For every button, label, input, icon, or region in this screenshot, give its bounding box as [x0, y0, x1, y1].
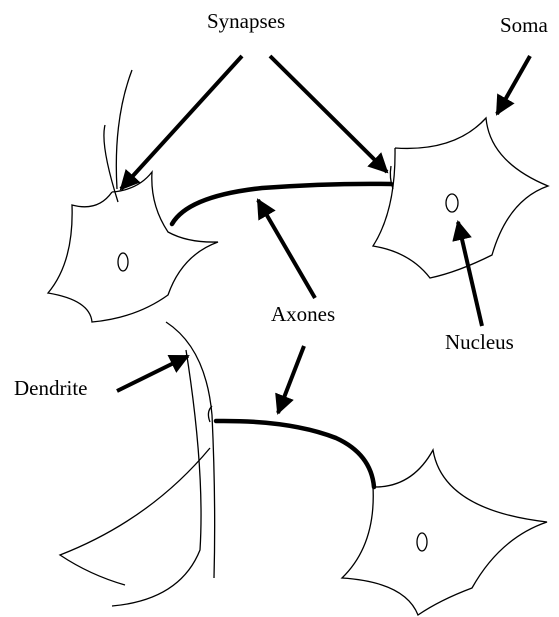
- neuron-1-nucleus: [117, 252, 129, 272]
- dendrite-inner: [207, 405, 213, 423]
- neuron-1-dendrite-top: [115, 69, 133, 190]
- dendrite-outer: [111, 349, 202, 607]
- dendrite-loop: [58, 447, 211, 586]
- neuron-2-synapse-tip: [389, 165, 394, 190]
- axon-upper: [169, 181, 394, 227]
- neuron-2: [371, 116, 550, 279]
- arrow-synapses-left: [119, 54, 244, 191]
- neuron-1: [46, 69, 219, 323]
- label-axones: Axones: [271, 302, 336, 326]
- axon-lower: [213, 418, 377, 490]
- neuron-1-dendrite-left: [103, 124, 119, 203]
- label-dendrite: Dendrite: [14, 376, 88, 400]
- label-soma: Soma: [500, 13, 548, 37]
- neuron-2-nucleus: [445, 193, 459, 213]
- arrow-synapses-right: [268, 54, 389, 174]
- neuron-3-nucleus: [416, 532, 428, 552]
- arrow-axones-lower: [275, 345, 306, 415]
- arrow-dendrite: [116, 354, 190, 393]
- dendrite-main: [165, 321, 216, 579]
- dendrite-group: [58, 321, 216, 607]
- arrow-nucleus: [452, 220, 484, 327]
- label-nucleus: Nucleus: [445, 330, 514, 354]
- arrow-axones-upper: [256, 198, 317, 300]
- neuron-3-soma-outline: [340, 448, 548, 616]
- annotation-arrows: [116, 54, 532, 415]
- neuron-2-soma-outline: [371, 116, 550, 279]
- label-synapses: Synapses: [207, 9, 286, 33]
- neuron-3: [340, 448, 548, 616]
- arrow-soma: [495, 55, 532, 116]
- neuron-1-soma-outline: [46, 169, 219, 323]
